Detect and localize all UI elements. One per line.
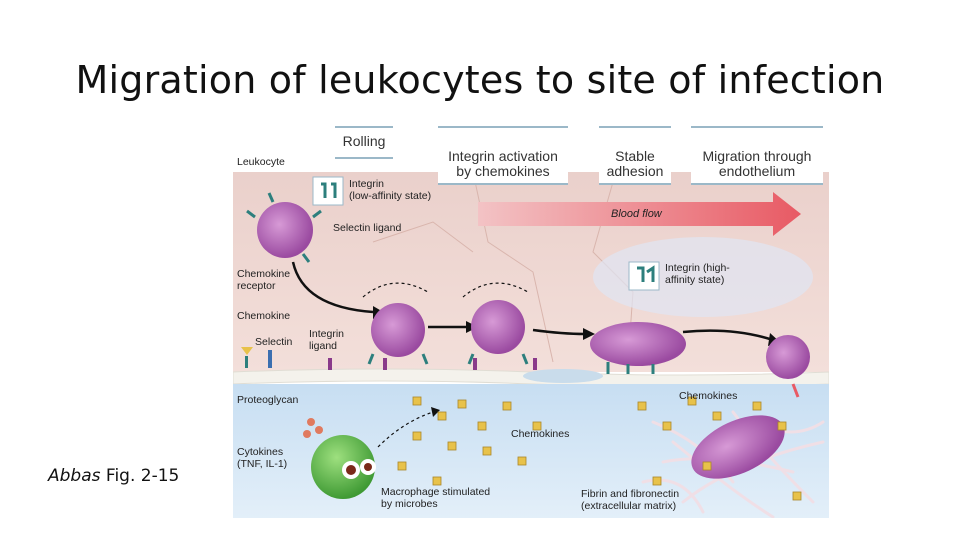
label-selectin-ligand: Selectin ligand bbox=[333, 222, 402, 234]
slide-title: Migration of leukocytes to site of infec… bbox=[75, 58, 885, 102]
figure-artwork bbox=[233, 171, 829, 518]
label-integrin-low: Integrin (low-affinity state) bbox=[349, 178, 432, 202]
path-arrow-1 bbox=[291, 261, 374, 314]
caption-ref: Fig. 2-15 bbox=[105, 466, 180, 486]
figure-caption: Abbas Fig. 2-15 bbox=[48, 466, 179, 486]
chemokine-particles bbox=[397, 396, 802, 501]
leukocyte-cell bbox=[257, 202, 810, 479]
stage-integrin-activation: Integrin activation by chemokines bbox=[438, 126, 568, 185]
label-leukocyte: Leukocyte bbox=[237, 156, 285, 168]
stage-migration: Migration through endothelium bbox=[691, 126, 823, 185]
integrin-low-icon bbox=[312, 176, 344, 206]
stage-rolling: Rolling bbox=[335, 126, 393, 159]
label-chemokine-receptor: Chemokine receptor bbox=[237, 268, 291, 292]
surface-molecules bbox=[241, 347, 537, 370]
stage-label: Migration through endothelium bbox=[702, 148, 812, 179]
label-integrin-high: Integrin (high- affinity state) bbox=[665, 262, 730, 286]
blood-flow-arrow bbox=[478, 192, 801, 236]
stage-label: Integrin activation by chemokines bbox=[448, 148, 558, 179]
label-selectin: Selectin bbox=[255, 336, 293, 348]
label-blood-flow: Blood flow bbox=[611, 208, 662, 220]
stage-stable-adhesion: Stable adhesion bbox=[599, 126, 671, 185]
label-chemokine: Chemokine bbox=[237, 310, 291, 322]
label-fibrin: Fibrin and fibronectin (extracellular ma… bbox=[581, 488, 680, 512]
leukocyte-migration-figure: Rolling Integrin activation by chemokine… bbox=[233, 122, 829, 518]
label-chemokines-right: Chemokines bbox=[679, 390, 738, 402]
label-chemokines-center: Chemokines bbox=[511, 428, 570, 440]
label-integrin-ligand: Integrin ligand bbox=[309, 328, 345, 352]
endothelial-nucleus bbox=[523, 369, 603, 383]
label-proteoglycan: Proteoglycan bbox=[237, 394, 299, 406]
stage-label: Rolling bbox=[342, 133, 386, 149]
label-cytokines: Cytokines (TNF, IL-1) bbox=[237, 446, 288, 470]
caption-author: Abbas bbox=[48, 466, 101, 486]
stage-label: Stable adhesion bbox=[606, 148, 664, 179]
label-macrophage: Macrophage stimulated by microbes bbox=[381, 486, 491, 510]
